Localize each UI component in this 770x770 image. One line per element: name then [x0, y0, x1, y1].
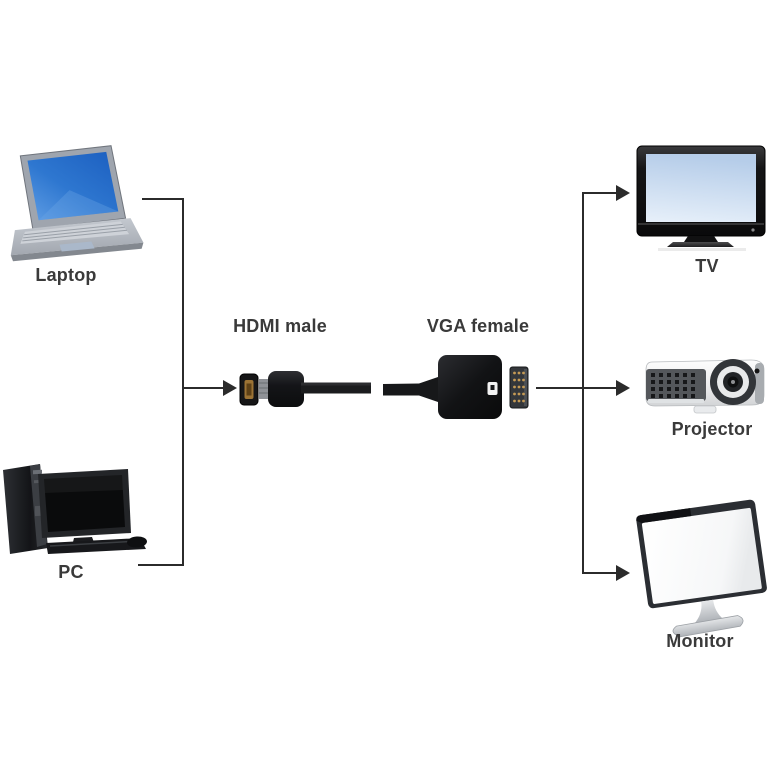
arrow-right-icon — [616, 380, 630, 396]
laptop-icon — [10, 145, 144, 262]
left-bracket-vertical-line — [182, 198, 184, 566]
vga-female-port-icon — [509, 366, 529, 409]
laptop-label: Laptop — [35, 265, 97, 285]
pc-connector-line — [138, 564, 184, 566]
arrow-right-icon — [616, 185, 630, 201]
desktop-pc-icon — [3, 464, 147, 554]
adapter-input-line — [183, 387, 224, 389]
hdmi-male-connector-icon — [239, 373, 259, 406]
adapter-output-line — [536, 387, 617, 389]
hdmi-to-vga-adapter-icon — [239, 355, 529, 419]
right-bracket-vertical-line — [582, 192, 584, 574]
arrow-right-icon — [616, 565, 630, 581]
projector-icon — [645, 359, 765, 414]
arrow-right-icon — [223, 380, 237, 396]
vga-female-label: VGA female — [426, 316, 530, 336]
pc-label: PC — [58, 562, 84, 582]
tv-label: TV — [695, 256, 719, 276]
tv-icon — [636, 145, 766, 251]
laptop-connector-line — [142, 198, 184, 200]
tv-connector-line — [583, 192, 617, 194]
monitor-label: Monitor — [666, 631, 734, 651]
hdmi-male-label: HDMI male — [233, 316, 327, 336]
monitor-connector-line — [583, 572, 617, 574]
monitor-icon — [636, 499, 767, 638]
projector-label: Projector — [671, 419, 753, 439]
